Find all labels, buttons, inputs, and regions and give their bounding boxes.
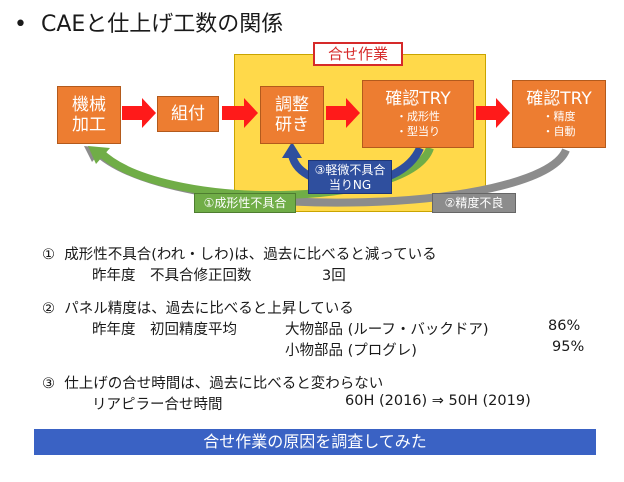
box-kakunin1-sub1: ・成形性 (396, 110, 440, 123)
box-kumitsuke-line1: 組付 (171, 104, 205, 124)
finding-2-num: ② (42, 301, 55, 317)
finding-2-text: パネル精度は、過去に比べると上昇している (64, 301, 354, 317)
box-kakunin-try-1: 確認TRY ・成形性 ・型当り (362, 80, 474, 148)
blue-curve-arrowhead (282, 142, 302, 158)
box-kikai-line2: 加工 (72, 115, 106, 135)
label-seido-furyo: ②精度不良 (432, 193, 516, 213)
finding-2: ② パネル精度は、過去に比べると上昇している (42, 297, 354, 318)
finding-1-sub-value: 3回 (322, 268, 346, 284)
box-kakunin2-sub1: ・精度 (542, 110, 576, 123)
label-keibi-line2: 当りNG (328, 178, 372, 192)
finding-2-sub-item-2: 小物部品 (プログレ) (285, 343, 417, 359)
gosei-label: 合せ作業 (313, 42, 403, 66)
box-kikai-line1: 機械 (72, 95, 106, 115)
box-chosei-migaki: 調整 研き (260, 86, 324, 144)
box-chosei-line1: 調整 (275, 95, 309, 115)
box-kakunin1-line1: 確認TRY (385, 89, 451, 109)
conclusion-banner: 合せ作業の原因を調査してみた (34, 429, 596, 455)
red-arrow-2 (222, 98, 258, 128)
box-kakunin2-line1: 確認TRY (526, 89, 592, 109)
box-kakunin-try-2: 確認TRY ・精度 ・自動 (512, 80, 606, 148)
box-kakunin2-sub2: ・自動 (542, 125, 576, 138)
box-kumitsuke: 組付 (157, 96, 219, 132)
finding-1-sub-label: 昨年度 不具合修正回数 (92, 268, 252, 284)
label-seikei-fuguai: ①成形性不具合 (194, 193, 296, 213)
box-kikai-kako: 機械 加工 (57, 86, 121, 144)
red-arrow-1 (122, 98, 156, 128)
red-arrow-4 (476, 98, 510, 128)
finding-3-num: ③ (42, 376, 55, 392)
finding-3-text: 仕上げの合せ時間は、過去に比べると変わらない (64, 376, 384, 392)
finding-2-sub-item-1: 大物部品 (ルーフ・バックドア) (285, 322, 489, 338)
label-keibi-fuguai: ③軽微不具合 当りNG (308, 160, 392, 194)
red-arrow-3 (326, 98, 360, 128)
finding-1-text: 成形性不具合(われ・しわ)は、過去に比べると減っている (64, 247, 437, 263)
finding-1-num: ① (42, 247, 55, 263)
title-bullet: • (14, 12, 27, 37)
finding-2-sub-label: 昨年度 初回精度平均 (92, 322, 237, 338)
title-text: CAEと仕上げ工数の関係 (40, 12, 284, 37)
box-kakunin1-sub2: ・型当り (396, 125, 440, 138)
finding-3: ③ 仕上げの合せ時間は、過去に比べると変わらない (42, 372, 383, 393)
finding-3-sub-value: 60H (2016) ⇒ 50H (2019) (345, 393, 531, 409)
finding-3-sub-label: リアピラー合せ時間 (92, 397, 223, 413)
finding-2-sub-value-2: 95% (552, 339, 585, 355)
finding-2-sub-value-1: 86% (548, 318, 581, 334)
finding-1: ① 成形性不具合(われ・しわ)は、過去に比べると減っている (42, 243, 437, 264)
page-title: • CAEと仕上げ工数の関係 (14, 6, 283, 38)
label-keibi-line1: ③軽微不具合 (314, 163, 386, 177)
green-curve-arrowhead (88, 146, 110, 164)
box-chosei-line2: 研き (275, 115, 309, 135)
